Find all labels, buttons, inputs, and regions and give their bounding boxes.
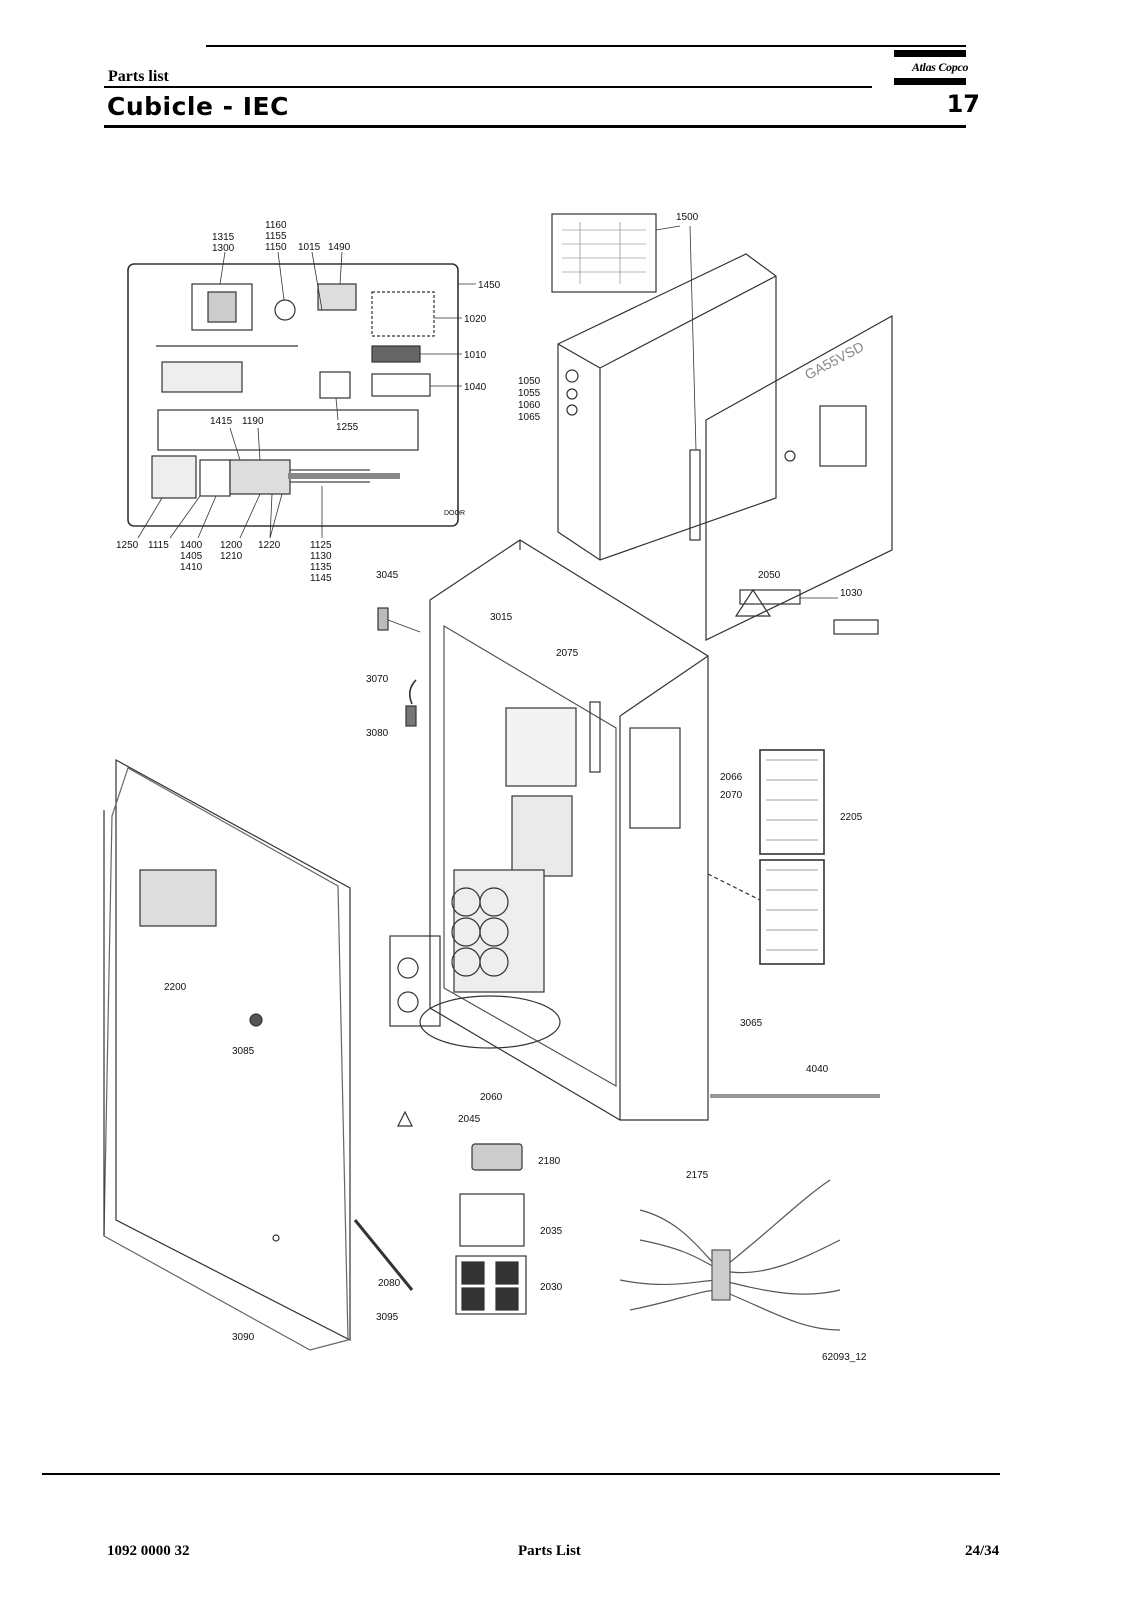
callout-3065: 3065 xyxy=(740,1018,763,1029)
callout-1010: 1010 xyxy=(464,350,487,361)
callout-1150: 1150 xyxy=(265,242,287,253)
callout-2050: 2050 xyxy=(758,570,781,581)
callout-1250: 1250 xyxy=(116,540,139,551)
callout-1030: 1030 xyxy=(840,588,863,599)
callout-1400: 1400 xyxy=(180,540,203,551)
callout-1490: 1490 xyxy=(328,242,351,253)
callout-1190: 1190 xyxy=(242,416,264,427)
callout-1255: 1255 xyxy=(336,422,359,433)
latch-part xyxy=(377,607,389,631)
upper-cabinet xyxy=(557,253,893,641)
callout-1065: 1065 xyxy=(518,412,541,423)
door-knob xyxy=(249,1013,263,1027)
callout-1135: 1135 xyxy=(310,562,332,573)
drawing-number: 62093_12 xyxy=(822,1352,867,1363)
callout-1160: 1160 xyxy=(265,220,287,231)
callout-2200: 2200 xyxy=(164,982,187,993)
callout-1115: 1115 xyxy=(148,540,169,551)
callout-1145: 1145 xyxy=(310,573,332,584)
callout-1410: 1410 xyxy=(180,562,203,573)
callout-3090: 3090 xyxy=(232,1332,255,1343)
logo-bar-bottom xyxy=(894,78,966,85)
callout-2180: 2180 xyxy=(538,1156,561,1167)
callout-1060: 1060 xyxy=(518,400,541,411)
warning-triangle xyxy=(734,588,772,617)
page-number: 24/34 xyxy=(965,1543,1000,1559)
callout-2075: 2075 xyxy=(556,648,579,659)
callout-2030: 2030 xyxy=(540,1282,563,1293)
main-cubicle xyxy=(389,539,709,1121)
callout-3080: 3080 xyxy=(366,728,389,739)
front-door xyxy=(103,758,351,1351)
callout-1500: 1500 xyxy=(676,212,699,223)
callout-1415: 1415 xyxy=(210,416,233,427)
section-number: 17 xyxy=(946,90,980,118)
mounting-plate xyxy=(127,263,459,527)
header-top-rule xyxy=(206,45,966,47)
callout-1405: 1405 xyxy=(180,551,203,562)
doc-number: 1092 0000 32 xyxy=(107,1543,190,1559)
callout-1155: 1155 xyxy=(265,231,287,242)
footer-rule xyxy=(42,1473,1000,1475)
callout-1130: 1130 xyxy=(310,551,332,562)
callout-3085: 3085 xyxy=(232,1046,255,1057)
callout-1220: 1220 xyxy=(258,540,281,551)
filter-grids xyxy=(707,749,825,965)
wire-harness xyxy=(619,1179,841,1331)
callout-1055: 1055 xyxy=(518,388,541,399)
callout-2045: 2045 xyxy=(458,1114,481,1125)
callout-2080: 2080 xyxy=(378,1278,401,1289)
callout-2066: 2066 xyxy=(720,772,743,783)
schematic-sheet xyxy=(551,213,657,293)
callout-1210: 1210 xyxy=(220,551,243,562)
header-bottom-rule xyxy=(104,125,966,128)
callout-1300: 1300 xyxy=(212,243,235,254)
callout-1020: 1020 xyxy=(464,314,487,325)
callout-3015: 3015 xyxy=(490,612,513,623)
callout-1125: 1125 xyxy=(310,540,332,551)
callout-3095: 3095 xyxy=(376,1312,399,1323)
exploded-parts-diagram: 1315 1300 1160 1155 1150 1015 1490 1450 … xyxy=(103,212,893,1363)
doc-title: Parts List xyxy=(518,1543,581,1559)
header-middle-rule xyxy=(104,86,872,88)
callout-1450: 1450 xyxy=(478,280,501,291)
callout-1315: 1315 xyxy=(212,232,235,243)
callout-2070: 2070 xyxy=(720,790,743,801)
callout-2060: 2060 xyxy=(480,1092,503,1103)
callout-1050: 1050 xyxy=(518,376,541,387)
callout-3045: 3045 xyxy=(376,570,399,581)
callout-4040: 4040 xyxy=(806,1064,829,1075)
callout-1040: 1040 xyxy=(464,382,487,393)
page-title: Cubicle - IEC xyxy=(107,92,289,121)
callout-2205: 2205 xyxy=(840,812,863,823)
door-label: DOOR xyxy=(444,510,465,517)
callout-1200: 1200 xyxy=(220,540,243,551)
callout-2175: 2175 xyxy=(686,1170,709,1181)
callout-1015: 1015 xyxy=(298,242,321,253)
callout-2035: 2035 xyxy=(540,1226,563,1237)
callout-3070: 3070 xyxy=(366,674,389,685)
logo-bar-top xyxy=(894,50,966,57)
section-label: Parts list xyxy=(108,68,169,85)
brand-logo: Atlas Copco xyxy=(911,60,969,74)
